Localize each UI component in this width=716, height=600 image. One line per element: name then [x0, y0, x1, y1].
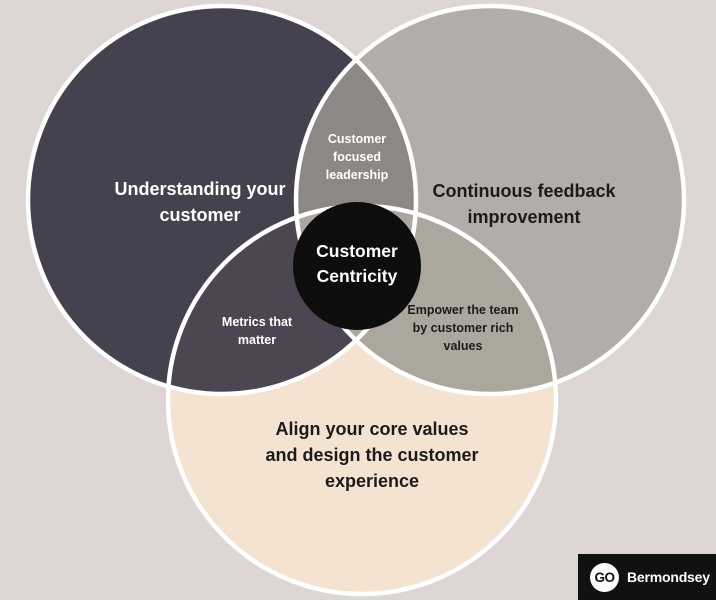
circle-right-border — [293, 3, 687, 397]
go-logo-roundel: GO — [590, 562, 619, 592]
go-bermondsey-logo: GO Bermondsey — [578, 554, 716, 600]
go-logo-badge-text: GO — [594, 569, 615, 585]
overlap-left-bottom-region — [168, 206, 416, 394]
center-circle — [293, 202, 421, 330]
circle-left-border — [25, 3, 419, 397]
logo-brand-name: Bermondsey — [627, 569, 710, 585]
